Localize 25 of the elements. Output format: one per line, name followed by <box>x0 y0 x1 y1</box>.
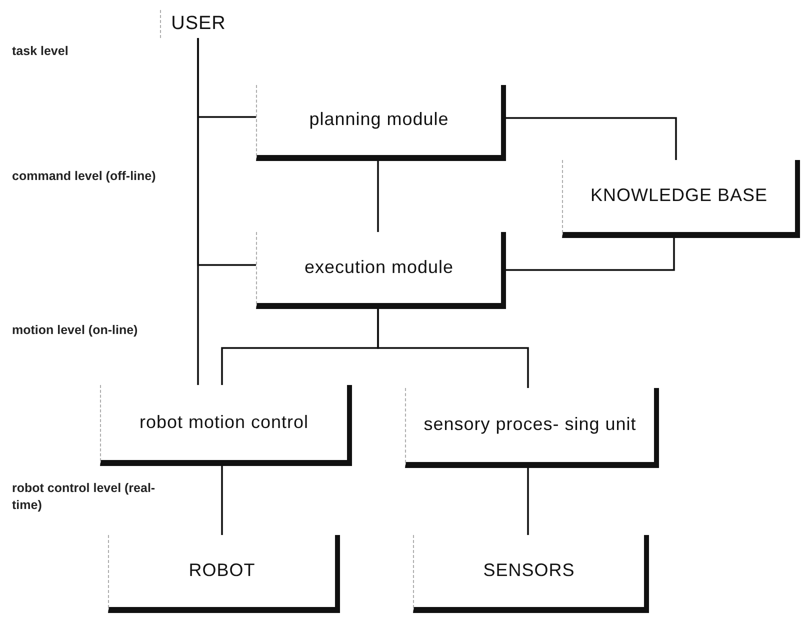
module-title: ROBOT <box>188 559 256 582</box>
connector-line <box>506 238 675 271</box>
level-label: task level <box>12 43 70 60</box>
module-title: execution module <box>304 256 454 279</box>
module-box <box>562 160 800 238</box>
level-label: motion level (on-line) <box>12 322 139 339</box>
connector-line <box>377 161 379 232</box>
level-label: command level (off-line) <box>12 168 157 185</box>
connector-line <box>377 309 529 388</box>
connector-line <box>506 117 677 160</box>
module-box <box>256 85 506 161</box>
module-title: robot motion control <box>139 410 309 434</box>
module-box <box>405 388 659 468</box>
module-title: SENSORS <box>483 559 575 582</box>
module-box <box>413 535 649 613</box>
connector-line <box>221 466 223 535</box>
connector-line <box>197 38 199 385</box>
module-box <box>100 385 352 466</box>
module-box <box>256 232 506 309</box>
connector-line <box>527 468 529 535</box>
module-title: planning module <box>309 108 449 132</box>
module-title: sensory proces- sing unit <box>424 413 636 436</box>
module-box <box>108 535 340 613</box>
level-label: robot control level (real-time) <box>12 480 156 514</box>
module-title: KNOWLEDGE BASE <box>590 184 768 208</box>
